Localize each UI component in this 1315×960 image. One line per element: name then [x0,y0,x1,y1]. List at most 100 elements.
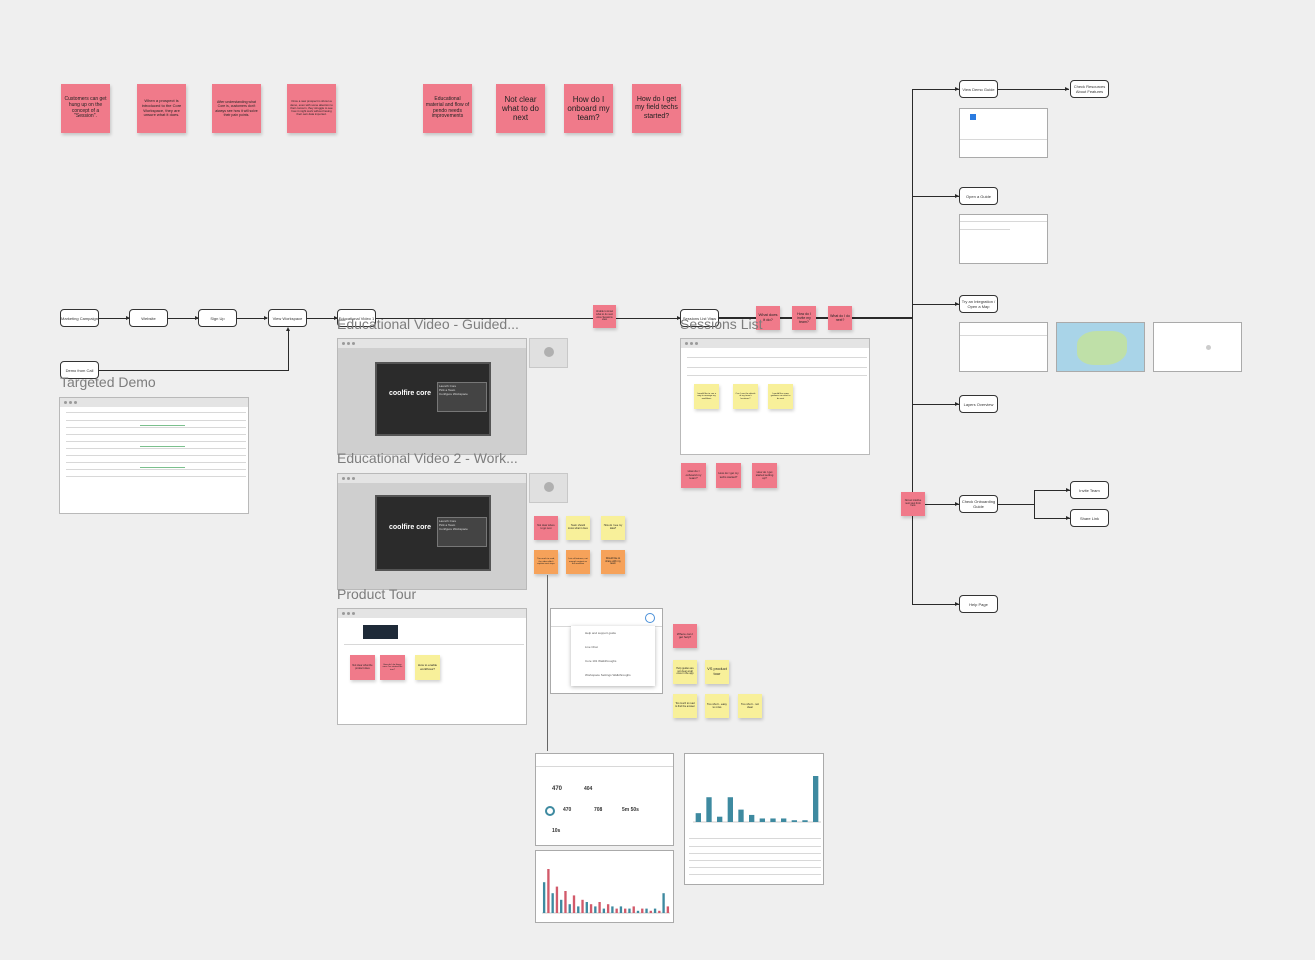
integration-screenshot-2[interactable] [1153,322,1242,372]
flow-node-onboarding[interactable]: Check Onboarding Guide [959,495,998,513]
product-tour-frame[interactable]: Not clear what the product does How do I… [337,608,527,725]
flow-node-resources[interactable]: Check Resources About Features [1070,80,1109,98]
flow-node-invite-team[interactable]: Invite Team [1070,481,1109,499]
sticky-note[interactable]: Not clear where to go next [534,516,558,540]
sticky-note[interactable]: When a prospect is introduced to the Cor… [137,84,186,133]
video-player[interactable]: coolfire core Launch Core Pick a Team Co… [375,362,491,436]
edu-video-2-frame[interactable]: coolfire core Launch Core Pick a Team Co… [337,473,527,590]
sticky-note[interactable]: After understanding what Core is, custom… [212,84,261,133]
help-menu-item[interactable]: Help and support guide [585,631,617,635]
chart-bar [706,797,712,822]
sticky-note[interactable]: Too much to read, the video didn't expla… [534,550,558,574]
flow-node-website[interactable]: Website [129,309,168,327]
sticky-note[interactable]: Too short - easy to miss [705,694,729,718]
sessions-list-frame[interactable]: I would like to see a way to manage my w… [680,338,870,455]
chart-bar [585,902,588,913]
integration-screenshot-1[interactable] [959,322,1048,372]
flow-node-integration[interactable]: Try an Integration / Open a Map [959,295,998,313]
sticky-note[interactable]: How do I invite my team? [792,306,816,330]
chart-bar [602,908,606,913]
menu-item: Launch Core [439,384,457,388]
sticky-note[interactable]: Unable to know what to do next once Sess… [593,305,616,328]
sticky-note[interactable]: Would like to share with my team [601,550,625,574]
connector-line [998,504,1034,505]
play-button[interactable] [529,338,568,368]
help-menu-item[interactable]: Workspace Settings Walkthroughs [585,673,631,677]
connector-line [912,89,959,90]
bar-chart [542,869,670,914]
sticky-note[interactable]: Lots of features, not enough context on … [566,550,590,574]
sticky-note[interactable]: Customers can get hung up on the concept… [61,84,110,133]
flow-node-help[interactable]: Help Page [959,595,998,613]
flow-node-sessions[interactable]: Sessions List View [680,309,719,327]
chart-bar [802,820,808,822]
sticky-note[interactable]: I would like some guidance on what to do… [768,384,793,409]
table-row [344,644,524,645]
sticky-note[interactable]: How do I get started setting up? [752,463,777,488]
flow-node-view-workspace[interactable]: View Workspace [268,309,307,327]
sticky-note[interactable]: Not an intuitive next step from here [901,492,925,516]
chart-bar [624,908,627,913]
sticky-note[interactable]: How do I get my techs started? [716,463,741,488]
guide-screenshot[interactable] [959,214,1048,264]
sticky-note[interactable]: Help guides are not clear at all once in… [673,660,697,684]
chart-bar [781,818,787,822]
flow-node-layers[interactable]: Layers Overview [959,395,998,413]
sticky-note[interactable]: Too much to read to find the answer [673,694,697,718]
sticky-note[interactable]: Too short - not clear [738,694,762,718]
analytics-chart-right[interactable] [684,753,824,885]
sticky-note[interactable]: VS product tour [705,660,729,684]
flow-node-demo-guide[interactable]: View Demo Guide [959,80,998,98]
flow-node-edu-video[interactable]: Educational Video 1 [337,309,376,327]
sticky-note[interactable]: How do I see my data? [601,516,625,540]
sticky-note[interactable]: Not clear what the product does [350,655,375,680]
map-screenshot[interactable] [1056,322,1145,372]
sticky-note[interactable]: Can I see the details of my team's locat… [733,384,758,409]
chart-bar [666,906,670,913]
sticky-note[interactable]: What do I do next? [828,306,852,330]
sticky-note[interactable]: How do I do things once I've started the… [380,655,405,680]
sticky-note[interactable]: Educational material and flow of pendo n… [423,84,472,133]
sticky-note[interactable]: What does it do? [756,306,780,330]
edu-video-1-frame[interactable]: coolfire core Launch Core Pick a Team Co… [337,338,527,455]
arrow-head [264,316,268,320]
flow-node-demo[interactable]: Demo from Call [60,361,99,379]
chart-bar [791,820,797,822]
flow-node-marketing[interactable]: Marketing Campaign [60,309,99,327]
targeted-demo-frame[interactable] [59,397,249,514]
help-menu-item[interactable]: Core 101 Walkthroughs [585,659,617,663]
connector-line [912,504,959,505]
sticky-note[interactable]: Where can I get help? [673,624,697,648]
play-button[interactable] [529,473,568,503]
sticky-note[interactable]: How do I onboard my team? [681,463,706,488]
sticky-note[interactable]: Once a new prospect is shown a demo, eve… [287,84,336,133]
flow-node-open-guide[interactable]: Open a Guide [959,187,998,205]
frame-title: Educational Video - Guided... [337,316,519,332]
frame-title: Sessions List [680,316,763,332]
analytics-chart-left[interactable] [535,850,674,923]
help-menu-item[interactable]: Live Chat [585,645,598,649]
help-icon[interactable] [645,613,655,623]
divider [536,766,673,767]
window-dot [685,342,688,345]
demo-guide-screenshot[interactable] [959,108,1048,158]
video-player[interactable]: coolfire core Launch Core Pick a Team Co… [375,495,491,571]
table-row [66,412,246,413]
table-row [689,874,821,875]
flow-node-share-link[interactable]: Share Link [1070,509,1109,527]
sticky-note[interactable]: I would like to see a way to manage my w… [694,384,719,409]
analytics-summary-screenshot[interactable]: 470 404 470 708 5m 50s 10s [535,753,674,846]
flow-node-signup[interactable]: Sign Up [198,309,237,327]
sticky-note[interactable]: Not clear what to do next [496,84,545,133]
sticky-note[interactable]: How to enable workflows? [415,655,440,680]
sticky-note[interactable]: Team should know what it does [566,516,590,540]
help-dropdown[interactable]: Help and support guide Live Chat Core 10… [571,626,655,686]
help-menu-screenshot[interactable]: Help and support guide Live Chat Core 10… [550,608,663,694]
arrow-head [1066,516,1070,520]
window-dot [342,342,345,345]
sticky-note[interactable]: How do I get my field techs started? [632,84,681,133]
chart-bar [813,776,819,822]
table-row [66,420,246,421]
sticky-note[interactable]: How do I onboard my team? [564,84,613,133]
